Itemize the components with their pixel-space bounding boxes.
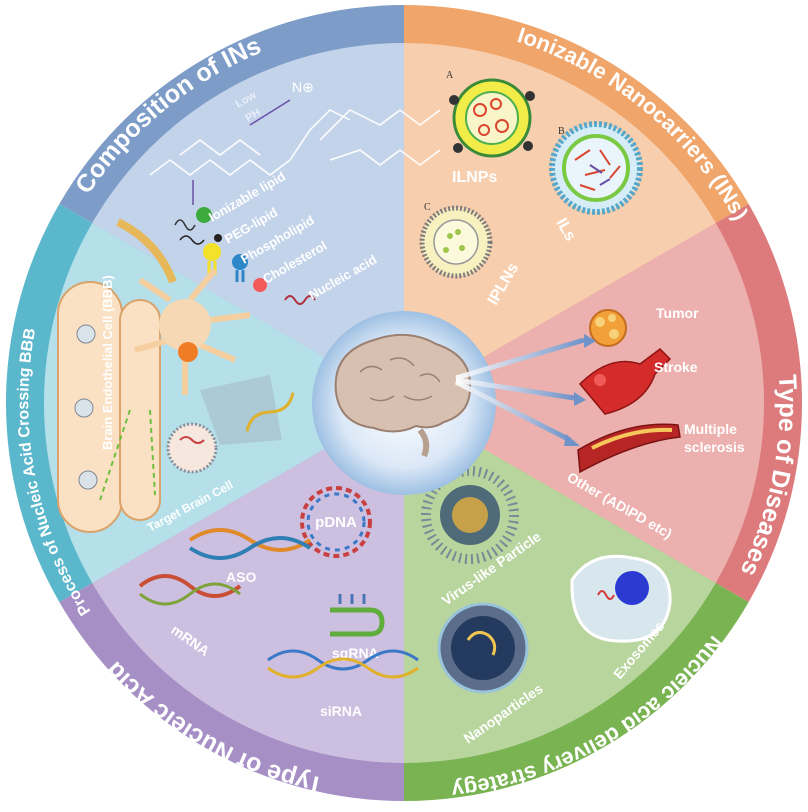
transport-arrow <box>99 409 131 501</box>
brain-icon <box>334 333 472 458</box>
ms-label-1: Multiple <box>684 421 737 437</box>
cholesterol-icon <box>232 254 248 282</box>
ils-particle-illustration <box>549 121 643 215</box>
ionizable-panel: A ILNPs B ILs C IPLNs <box>419 70 643 308</box>
neuron-illustration <box>116 218 251 395</box>
ionizable-lipid-icon <box>174 207 212 231</box>
ilnps-label: ILNPs <box>452 169 497 186</box>
inner-sector-nucleic-acid <box>92 403 404 763</box>
pdna-plasmid-illustration <box>300 486 372 558</box>
arrow-to-ms <box>454 379 572 443</box>
nucleic-acid-strand-icon <box>284 295 316 305</box>
arrow-to-tumor <box>455 337 585 381</box>
pdna-label: pDNA <box>315 514 357 531</box>
arrowhead-ms <box>564 434 580 446</box>
endothelial-cell-label: Brain Endothelial Cell (BBB) <box>100 275 115 450</box>
ms-vessel-illustration <box>577 423 681 474</box>
stroke-illustration <box>578 348 672 415</box>
sgrna-hairpin-illustration <box>330 594 385 637</box>
exosome-illustration <box>570 554 672 643</box>
panel-a-label: A <box>446 70 454 81</box>
ilnp-particle-illustration <box>449 78 535 158</box>
lipid-tail-structure <box>319 109 441 141</box>
endothelial-cells-illustration <box>57 281 161 533</box>
sgrna-label: sgRNA <box>332 645 379 661</box>
released-dna-illustration <box>245 392 295 432</box>
panel-b-label: B <box>558 126 565 137</box>
virus-like-particle-illustration <box>421 466 519 564</box>
nanoparticle-illustration <box>437 602 529 694</box>
tumor-label: Tumor <box>656 305 699 321</box>
zoom-cone <box>200 375 282 445</box>
nucleic-acid-dot-icon <box>253 278 267 292</box>
panel-c-label: C <box>424 202 431 213</box>
lipid-tail-structure <box>329 149 441 166</box>
disease-arrows <box>454 334 596 446</box>
center-hub <box>312 311 496 495</box>
inner-sector-diseases <box>404 223 765 583</box>
arrowhead-stroke <box>574 392 586 406</box>
tumor-illustration <box>589 309 627 347</box>
aso-strand-illustration <box>188 528 312 560</box>
peg-lipid-icon <box>179 234 222 245</box>
sirna-label: siRNA <box>320 703 362 719</box>
stroke-label: Stroke <box>654 359 698 375</box>
ipln-particle-illustration <box>419 205 493 279</box>
lipid-headgroup-structure <box>289 109 351 161</box>
arrow-to-stroke <box>455 377 575 401</box>
ms-label-2: sclerosis <box>684 439 745 455</box>
lipid-tail-structure <box>179 139 261 156</box>
aso-label: ASO <box>226 569 256 585</box>
lipid-tail-structure <box>149 159 291 176</box>
protonation-arrow <box>249 99 291 126</box>
sirna-duplex-illustration <box>267 649 419 679</box>
protonated-amine-symbol: N⊕ <box>292 79 314 95</box>
mrna-strand-illustration <box>138 574 242 606</box>
target-cell-particle-illustration <box>166 422 218 474</box>
arrowhead-tumor <box>584 334 596 348</box>
